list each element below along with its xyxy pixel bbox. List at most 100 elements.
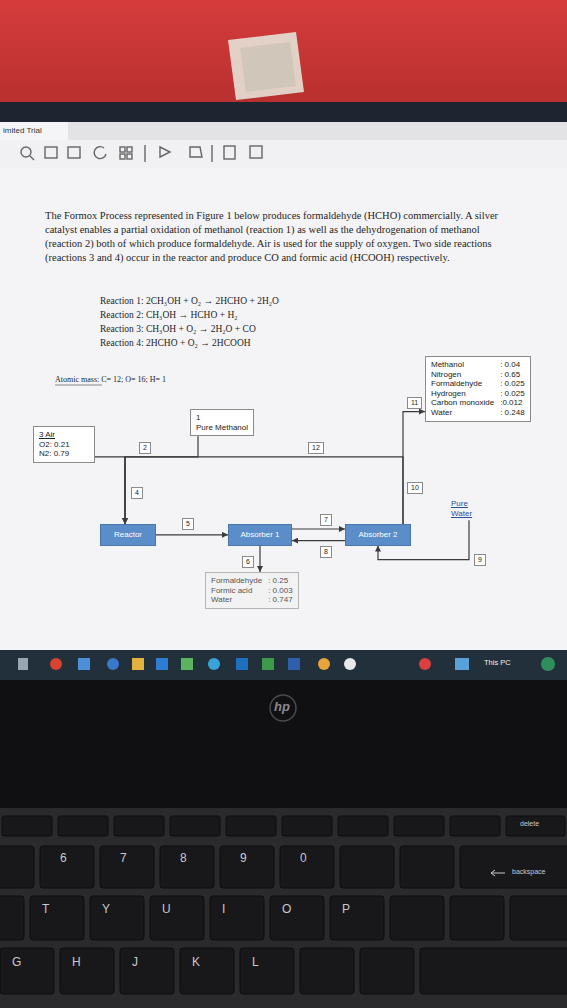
- stream-number: 11: [407, 397, 422, 409]
- composition-table: Formaldehyde : 0.25Formic acid : 0.003Wate…: [205, 572, 299, 609]
- process-stream: [156, 534, 228, 535]
- stream-number: 2: [139, 442, 151, 454]
- node-text: Nitrogen: [431, 370, 494, 380]
- feed-box: 3 AirO2: 0.21N2: 0.79: [33, 426, 95, 463]
- taskbar-icons: [18, 657, 555, 671]
- node-text: N2: 0.79: [39, 449, 89, 459]
- key-label: U: [162, 902, 171, 916]
- process-stream: [95, 457, 125, 524]
- keyboard-keys: [0, 816, 567, 994]
- label-text: 9: [240, 851, 247, 865]
- stream-number: 12: [308, 442, 324, 454]
- label-text: 8: [180, 851, 187, 865]
- key-label: P: [342, 902, 350, 916]
- label-text: P: [342, 902, 350, 916]
- key-label: 7: [120, 851, 127, 865]
- label-text: 4: [135, 489, 139, 496]
- label-text: U: [162, 902, 171, 916]
- key-label: T: [42, 902, 49, 916]
- toolbar-icons: [21, 145, 262, 162]
- key-label: backspace: [512, 868, 545, 875]
- tab-title: imited Trial: [3, 126, 42, 135]
- node-text: : 0.747: [268, 595, 292, 605]
- key-label: 9: [240, 851, 247, 865]
- node-text: : 0.65: [500, 370, 524, 380]
- label-text: 6: [60, 851, 67, 865]
- key-label: 0: [300, 851, 307, 865]
- label-text: This PC: [484, 658, 511, 667]
- tab-bar: [0, 122, 567, 140]
- composition-table: Methanol: 0.04Nitrogen: 0.65Formaldehyde…: [425, 356, 531, 422]
- stream-number: 7: [320, 514, 332, 526]
- stream-number: 10: [407, 482, 423, 494]
- node-text: Pure Methanol: [196, 423, 248, 433]
- key-label: L: [252, 955, 259, 969]
- label-text: Reaction 1: 2CH₃OH + O₂ → 2HCHO + 2H₂O: [100, 296, 279, 306]
- node-text: 3 Air: [39, 430, 89, 440]
- logo-ring: [270, 695, 296, 721]
- backspace-arrow: [491, 870, 505, 876]
- feed-box: 1Pure Methanol: [190, 409, 254, 436]
- problem-statement: The Formox Process represented in Figure…: [45, 209, 519, 265]
- label-text: Reaction 4: 2HCHO + O₂ → 2HCOOH: [100, 338, 251, 348]
- taskbar-label: This PC: [484, 658, 511, 667]
- node-text: Methanol: [431, 360, 494, 370]
- process-stream: [259, 546, 260, 572]
- node-text: : 0.025: [500, 389, 524, 399]
- stream-number: 4: [131, 487, 143, 499]
- process-stream: [292, 528, 345, 529]
- node-text: : 0.25: [268, 576, 292, 586]
- label-text: Y: [102, 902, 110, 916]
- node-text: Hydrogen: [431, 389, 494, 399]
- label-text: Reaction 2: CH₃OH → HCHO + H₂: [100, 310, 238, 320]
- label-text: H: [72, 955, 81, 969]
- label-text: Atomic mass: C= 12; O= 16; H= 1: [55, 375, 166, 384]
- label-text: K: [192, 955, 200, 969]
- node-text: O2: 0.21: [39, 440, 89, 450]
- node-text: : 0.003: [268, 586, 292, 596]
- label-text: 11: [411, 399, 418, 406]
- label-text: J: [132, 955, 138, 969]
- reaction-equation: Reaction 4: 2HCHO + O₂ → 2HCOOH: [100, 338, 251, 348]
- node-text: Formic acid: [211, 586, 262, 596]
- screen-bezel: [0, 102, 567, 122]
- key-label: I: [222, 902, 225, 916]
- node-text: Water: [211, 595, 262, 605]
- node-text: Pure Water: [451, 499, 487, 518]
- node-text: Water: [431, 408, 494, 418]
- process-stream: [292, 540, 345, 541]
- stream-number: 8: [320, 546, 332, 558]
- label-text: L: [252, 955, 259, 969]
- reaction-equation: Reaction 3: CH₃OH + O₂ → 2H₂O + CO: [100, 324, 256, 334]
- node-text: Absorber 1: [240, 530, 279, 540]
- node-text: Reactor: [114, 530, 142, 540]
- process-stream: [125, 436, 198, 524]
- reactor-unit: Reactor: [100, 524, 156, 546]
- key-label: delete: [520, 820, 539, 827]
- label-text: The Formox Process represented in Figure…: [45, 210, 498, 263]
- label-text: T: [42, 902, 49, 916]
- brand-logo: hp: [274, 699, 290, 714]
- label-text: Reaction 3: CH₃OH + O₂ → 2H₂O + CO: [100, 324, 256, 334]
- key-label: J: [132, 955, 138, 969]
- node-text: Formaldehyde: [211, 576, 262, 586]
- node-text: :0.012: [500, 398, 524, 408]
- label-text: G: [12, 955, 21, 969]
- label-text: backspace: [512, 868, 545, 875]
- node-text: 1: [196, 413, 248, 423]
- label-text: I: [222, 902, 225, 916]
- document-page: [0, 168, 567, 650]
- stream-number: 9: [474, 554, 486, 566]
- paper-object: [240, 42, 296, 92]
- key-label: H: [72, 955, 81, 969]
- label-text: imited Trial: [3, 126, 42, 135]
- label-text: delete: [520, 820, 539, 827]
- node-text: Absorber 2: [358, 530, 397, 540]
- toolbar: [0, 140, 567, 168]
- paper-object: [228, 32, 304, 100]
- node-text: Formaldehyde: [431, 379, 494, 389]
- underline: [55, 385, 102, 386]
